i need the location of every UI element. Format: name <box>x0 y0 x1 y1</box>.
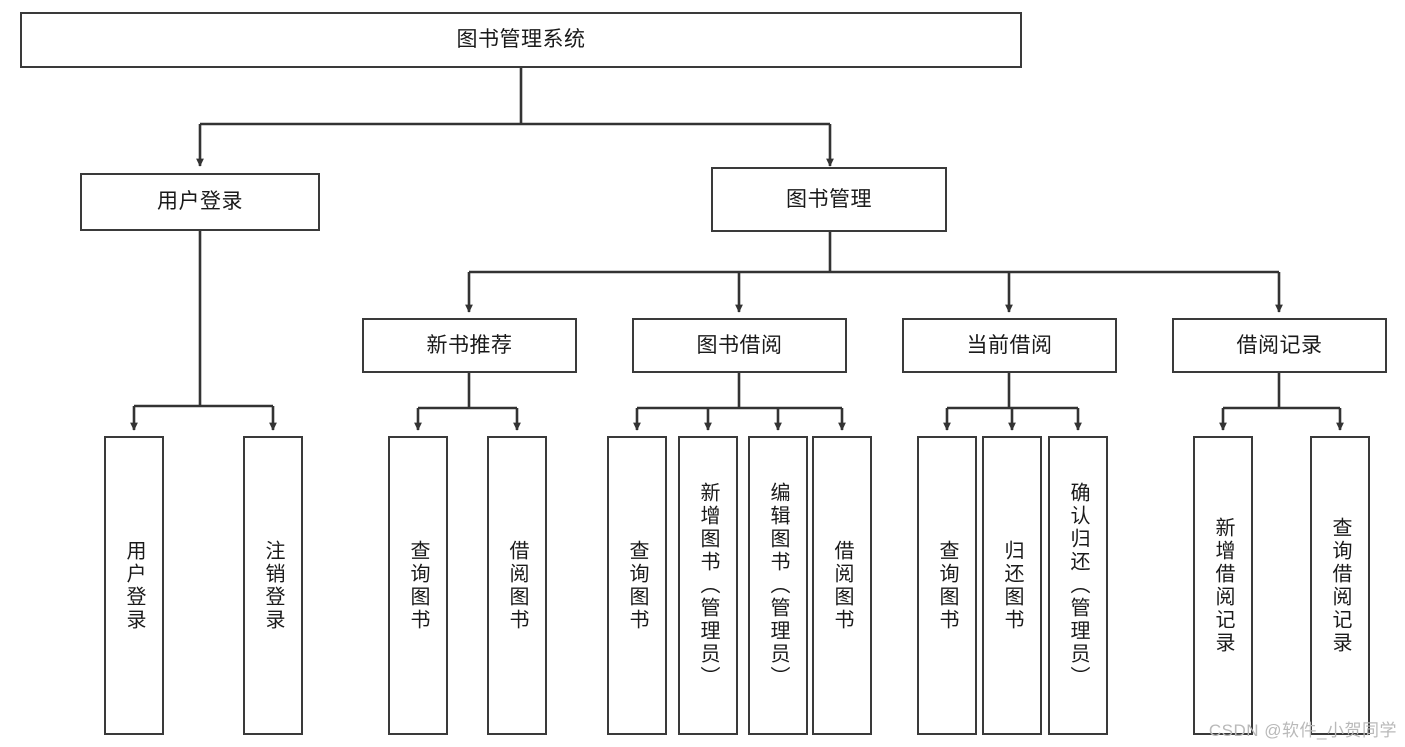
node-leaf-return-book[interactable]: 归还图书 <box>982 436 1042 735</box>
node-label: 注销登录 <box>262 539 284 632</box>
node-borrow-record[interactable]: 借阅记录 <box>1172 318 1387 373</box>
node-book-borrow[interactable]: 图书借阅 <box>632 318 847 373</box>
node-leaf-query-record[interactable]: 查询借阅记录 <box>1310 436 1370 735</box>
node-label: 当前借阅 <box>966 333 1053 357</box>
node-label: 查询图书 <box>407 539 429 632</box>
node-book-manage[interactable]: 图书管理 <box>711 167 947 232</box>
node-label: 借阅图书 <box>506 539 528 632</box>
node-label: 图书管理 <box>786 187 872 211</box>
node-label: 图书借阅 <box>696 333 783 357</box>
node-user-login[interactable]: 用户登录 <box>80 173 320 231</box>
node-label: 用户登录 <box>123 539 145 632</box>
node-book-management-system[interactable]: 图书管理系统 <box>20 12 1022 68</box>
node-label: 查询借阅记录 <box>1329 516 1351 655</box>
node-label: 归还图书 <box>1001 539 1023 632</box>
node-label: 查询图书 <box>936 539 958 632</box>
node-leaf-query-book-1[interactable]: 查询图书 <box>388 436 448 735</box>
node-label: 编辑图书（管理员） <box>767 482 789 689</box>
node-leaf-query-book-3[interactable]: 查询图书 <box>917 436 977 735</box>
node-leaf-borrow-book-1[interactable]: 借阅图书 <box>487 436 547 735</box>
node-label: 确认归还（管理员） <box>1067 482 1089 689</box>
node-leaf-query-book-2[interactable]: 查询图书 <box>607 436 667 735</box>
csdn-watermark: CSDN @软件_小贺同学 <box>1208 721 1397 740</box>
node-label: 新增借阅记录 <box>1212 516 1234 655</box>
node-label: 借阅图书 <box>831 539 853 632</box>
node-current-borrow[interactable]: 当前借阅 <box>902 318 1117 373</box>
node-leaf-add-book[interactable]: 新增图书（管理员） <box>678 436 738 735</box>
node-label: 图书管理系统 <box>456 28 586 52</box>
node-label: 用户登录 <box>157 190 243 214</box>
node-leaf-user-logout[interactable]: 注销登录 <box>243 436 303 735</box>
node-label: 新书推荐 <box>426 333 513 357</box>
node-label: 新增图书（管理员） <box>697 482 719 689</box>
node-label: 借阅记录 <box>1236 333 1323 357</box>
node-leaf-confirm-return[interactable]: 确认归还（管理员） <box>1048 436 1108 735</box>
node-leaf-borrow-book-2[interactable]: 借阅图书 <box>812 436 872 735</box>
node-leaf-add-record[interactable]: 新增借阅记录 <box>1193 436 1253 735</box>
node-new-book-recommend[interactable]: 新书推荐 <box>362 318 577 373</box>
node-leaf-user-login[interactable]: 用户登录 <box>104 436 164 735</box>
node-leaf-edit-book[interactable]: 编辑图书（管理员） <box>748 436 808 735</box>
node-label: 查询图书 <box>626 539 648 632</box>
